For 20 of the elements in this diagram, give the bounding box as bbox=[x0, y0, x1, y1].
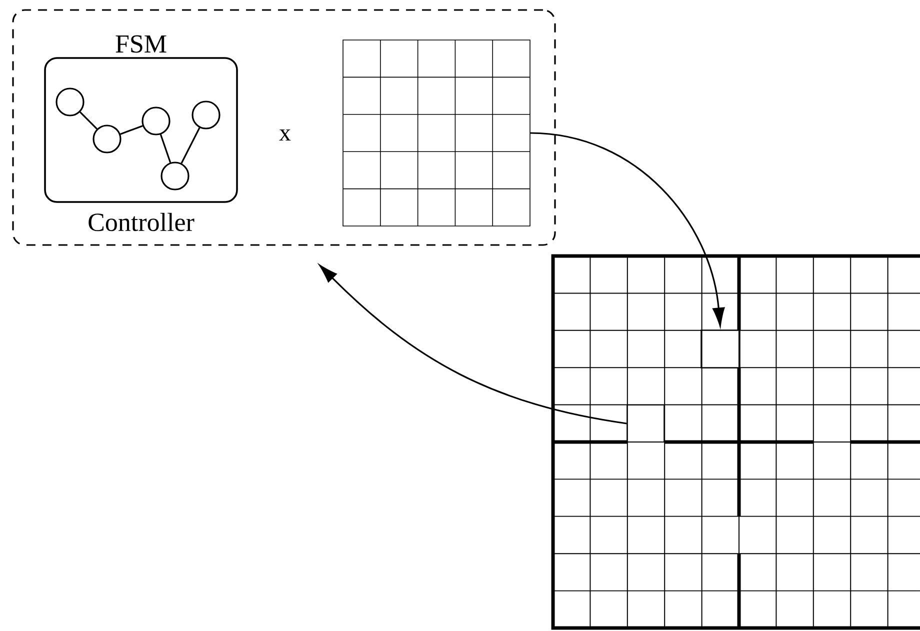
grid bbox=[551, 254, 920, 630]
state-circle bbox=[56, 88, 84, 116]
state-circle bbox=[92, 124, 122, 154]
connector-line bbox=[80, 112, 98, 130]
arrow bbox=[319, 264, 627, 424]
controller-box: FSM Controller bbox=[44, 35, 238, 232]
dashed-group-box bbox=[12, 9, 556, 246]
state-circle bbox=[142, 106, 170, 136]
state-circle bbox=[160, 162, 190, 190]
grid bbox=[342, 40, 530, 226]
state-circle bbox=[192, 100, 220, 130]
connector-line bbox=[180, 127, 200, 164]
node-label: Controller bbox=[88, 212, 194, 232]
node-label: FSM bbox=[116, 35, 166, 53]
operator-label: x bbox=[279, 130, 291, 140]
arrow bbox=[530, 132, 725, 326]
connector-line bbox=[160, 134, 172, 163]
connector-line bbox=[120, 125, 143, 135]
grid-cell bbox=[626, 404, 664, 442]
grid-cell bbox=[700, 330, 740, 368]
